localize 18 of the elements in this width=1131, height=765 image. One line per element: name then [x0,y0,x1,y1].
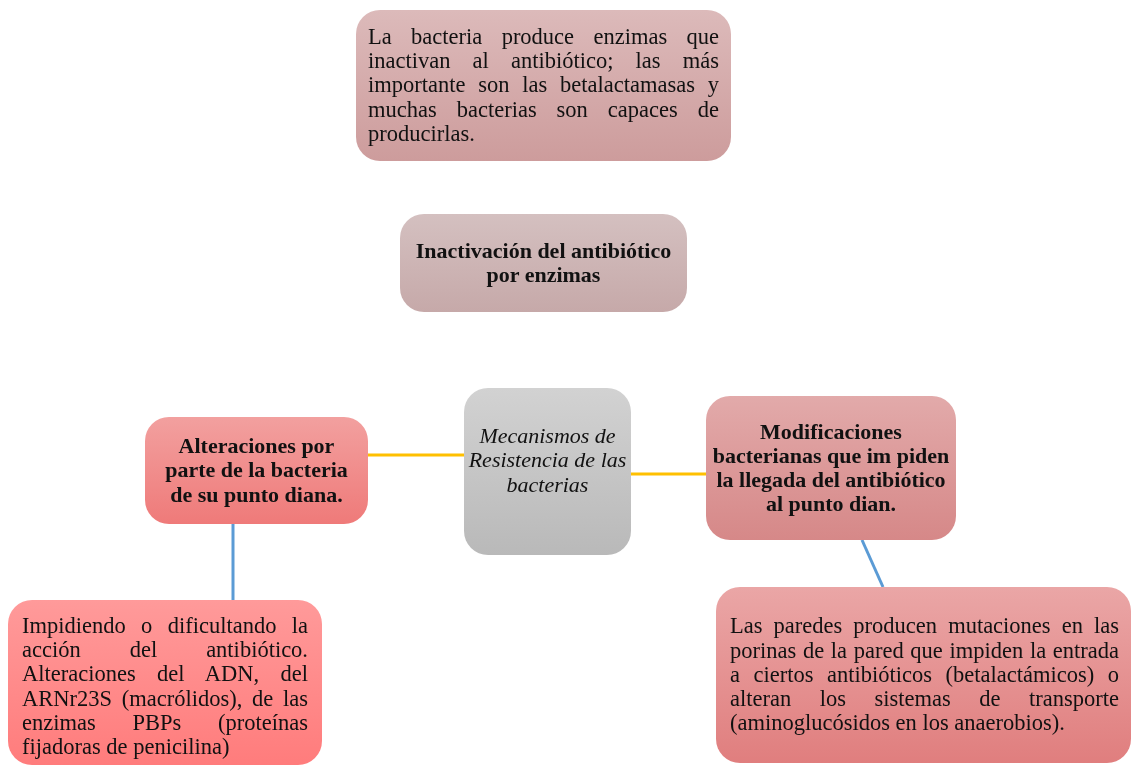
connector-line [631,472,706,476]
text-box [8,600,322,765]
concept-box [706,396,956,540]
node-text: Inactivación del antibiótico por enzimas [414,238,673,288]
connector-line [860,539,885,588]
concept-box [400,214,687,312]
text-box [716,587,1131,763]
node-text: La bacteria produce enzimas que inactivan al antibiótico; las más importante son las betalactamasas y muchas bacterias son capaces de producirlas. [368,24,719,147]
concept-box [464,388,631,555]
node-text: Las paredes producen mutaciones en las porinas de la pared que impiden la entrada a ciertos antibióticos (betalactámicos) o alteran los sistemas de transporte (aminoglucósidos en los anaerobios). [730,614,1119,736]
node-text: Mecanismos de Resistencia de las bacterias [468,424,627,497]
node-text: Impidiendo o dificultando la acción del antibiótico. Alteraciones del ADN, del ARNr23S (macrólidos), de las enzimas PBPs (proteínas fijadoras de penicilina) [22,613,308,760]
text-box [356,10,731,161]
node-text: Alteraciones por parte de la bacteria de su punto diana. [164,434,349,507]
concept-box [145,417,368,524]
connector-line [231,524,235,600]
node-text: Modificaciones bacterianas que im piden la llegada del antibiótico al punto dian. [712,419,950,517]
connector-line [368,453,464,457]
